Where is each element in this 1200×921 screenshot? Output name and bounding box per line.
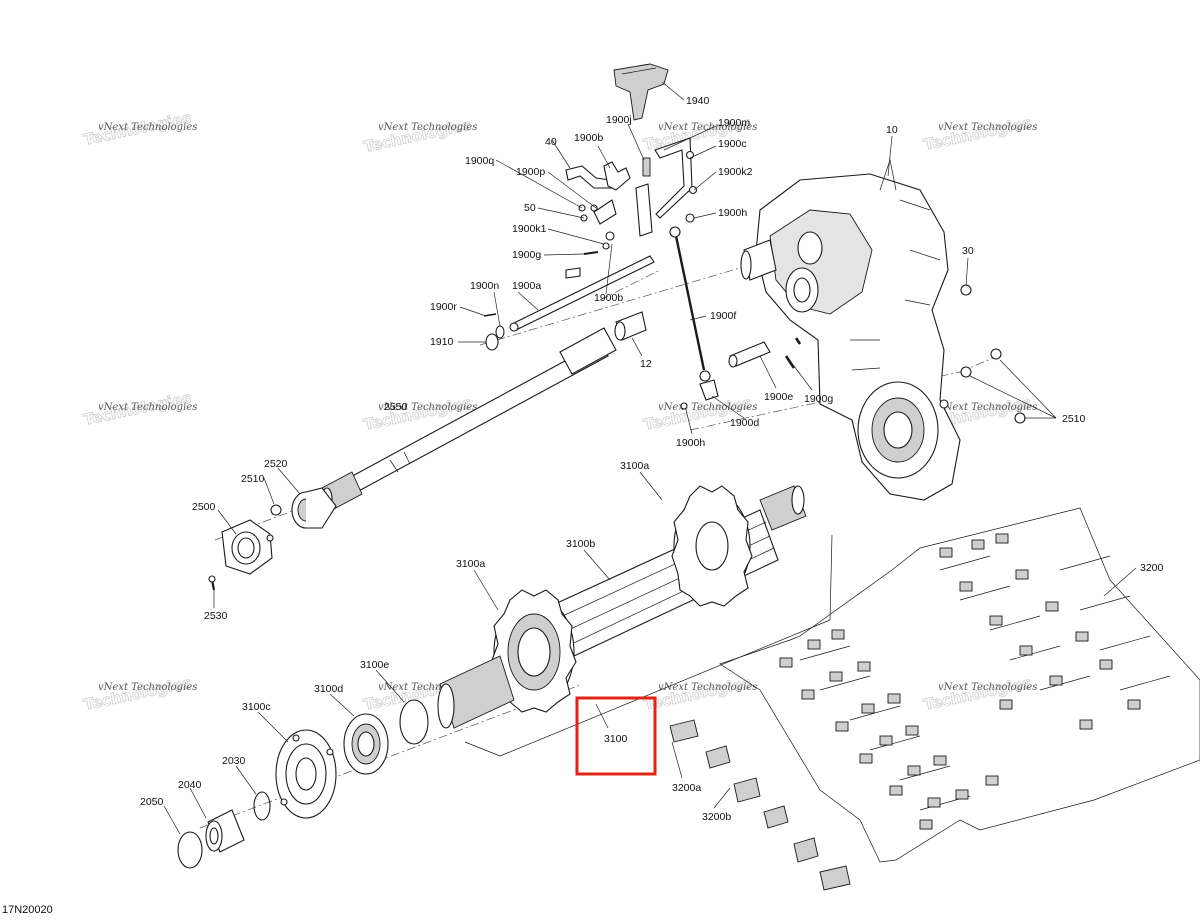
- watermark-big: Technologies: [922, 674, 1033, 714]
- label-2030: 2030: [222, 755, 246, 767]
- label-2530: 2530: [204, 610, 228, 622]
- label-3200b: 3200b: [702, 811, 731, 823]
- highlight-box-3100[interactable]: [575, 696, 657, 776]
- watermark-small: vNext Technologies: [658, 682, 757, 693]
- label-1900p: 1900p: [516, 166, 545, 178]
- label-1900a: 1900a: [512, 280, 541, 292]
- watermark-small: vNext Technologies: [378, 682, 477, 693]
- drawing-code: 17N20020: [2, 904, 53, 916]
- watermark-small: vNext Technologies: [378, 402, 477, 413]
- drive-axle-3100: [437, 485, 807, 729]
- watermark-small: vNext Technologies: [938, 122, 1037, 133]
- label-3100a-top: 3100a: [620, 460, 649, 472]
- label-30: 30: [962, 245, 974, 257]
- label-1900b-mid: 1900b: [594, 292, 623, 304]
- loose-track-clips: [669, 719, 851, 891]
- label-1900q: 1900q: [465, 155, 494, 167]
- label-1940: 1940: [686, 95, 710, 107]
- watermark-small: vNext Technologies: [98, 402, 197, 413]
- label-1900m: 1900m: [718, 117, 750, 129]
- label-1900j: 1900j: [606, 114, 632, 126]
- watermark-small: vNext Technologies: [938, 682, 1037, 693]
- bearing-flange-assembly: [208, 487, 337, 591]
- label-3200a: 3200a: [672, 782, 701, 794]
- shift-lever-1940: [613, 63, 669, 121]
- label-1900d: 1900d: [730, 417, 759, 429]
- label-2550: 2550: [384, 401, 408, 413]
- watermark-small: vNext Technologies: [938, 402, 1037, 413]
- label-1900f: 1900f: [710, 310, 736, 322]
- label-1910: 1910: [430, 336, 454, 348]
- watermark-big: Technologies: [642, 674, 753, 714]
- gearbox-housing-10: [740, 158, 1026, 501]
- label-2520: 2520: [264, 458, 288, 470]
- axle-end-parts: [177, 699, 429, 869]
- label-1900h-top: 1900h: [718, 207, 747, 219]
- label-12: 12: [640, 358, 652, 370]
- leader-lines: [163, 81, 1137, 835]
- label-2510-right: 2510: [1062, 413, 1086, 425]
- label-3100d: 3100d: [314, 683, 343, 695]
- track-3200: [669, 507, 1200, 891]
- label-50: 50: [524, 202, 536, 214]
- label-3100b: 3100b: [566, 538, 595, 550]
- label-1900b-top: 1900b: [574, 132, 603, 144]
- label-1900k1: 1900k1: [512, 223, 547, 235]
- label-1900r: 1900r: [430, 301, 457, 313]
- label-2510-left: 2510: [241, 473, 265, 485]
- label-3100a-left: 3100a: [456, 558, 485, 570]
- label-1900k2: 1900k2: [718, 166, 753, 178]
- watermark-big: Technologies: [82, 674, 193, 714]
- watermark-small: vNext Technologies: [658, 402, 757, 413]
- label-3100c: 3100c: [242, 701, 271, 713]
- drive-shaft-2550: [321, 327, 617, 511]
- shift-linkage: [483, 137, 802, 410]
- label-3100e: 3100e: [360, 659, 389, 671]
- watermark-small: vNext Technologies: [98, 122, 197, 133]
- label-1900n: 1900n: [470, 280, 499, 292]
- track-clip-rows: [799, 555, 1171, 811]
- label-1900g-mid: 1900g: [804, 393, 833, 405]
- label-2500: 2500: [192, 501, 216, 513]
- watermark-small: vNext Technologies: [658, 122, 757, 133]
- label-1900g-top: 1900g: [512, 249, 541, 261]
- label-40: 40: [545, 136, 557, 148]
- track-clips: [779, 533, 1141, 830]
- part-labels: 1940 1900j 1900m 40 1900b 1900c 1900q 19…: [140, 95, 1164, 823]
- watermark-small: vNext Technologies: [98, 682, 197, 693]
- label-1900e: 1900e: [764, 391, 793, 403]
- label-1900c: 1900c: [718, 138, 747, 150]
- label-10: 10: [886, 124, 898, 136]
- label-3200: 3200: [1140, 562, 1164, 574]
- watermark-small: vNext Technologies: [378, 122, 477, 133]
- watermark-big: Technologies: [922, 114, 1033, 154]
- label-1900h-bot: 1900h: [676, 437, 705, 449]
- label-3100: 3100: [604, 733, 628, 745]
- label-2050: 2050: [140, 796, 164, 808]
- label-2040: 2040: [178, 779, 202, 791]
